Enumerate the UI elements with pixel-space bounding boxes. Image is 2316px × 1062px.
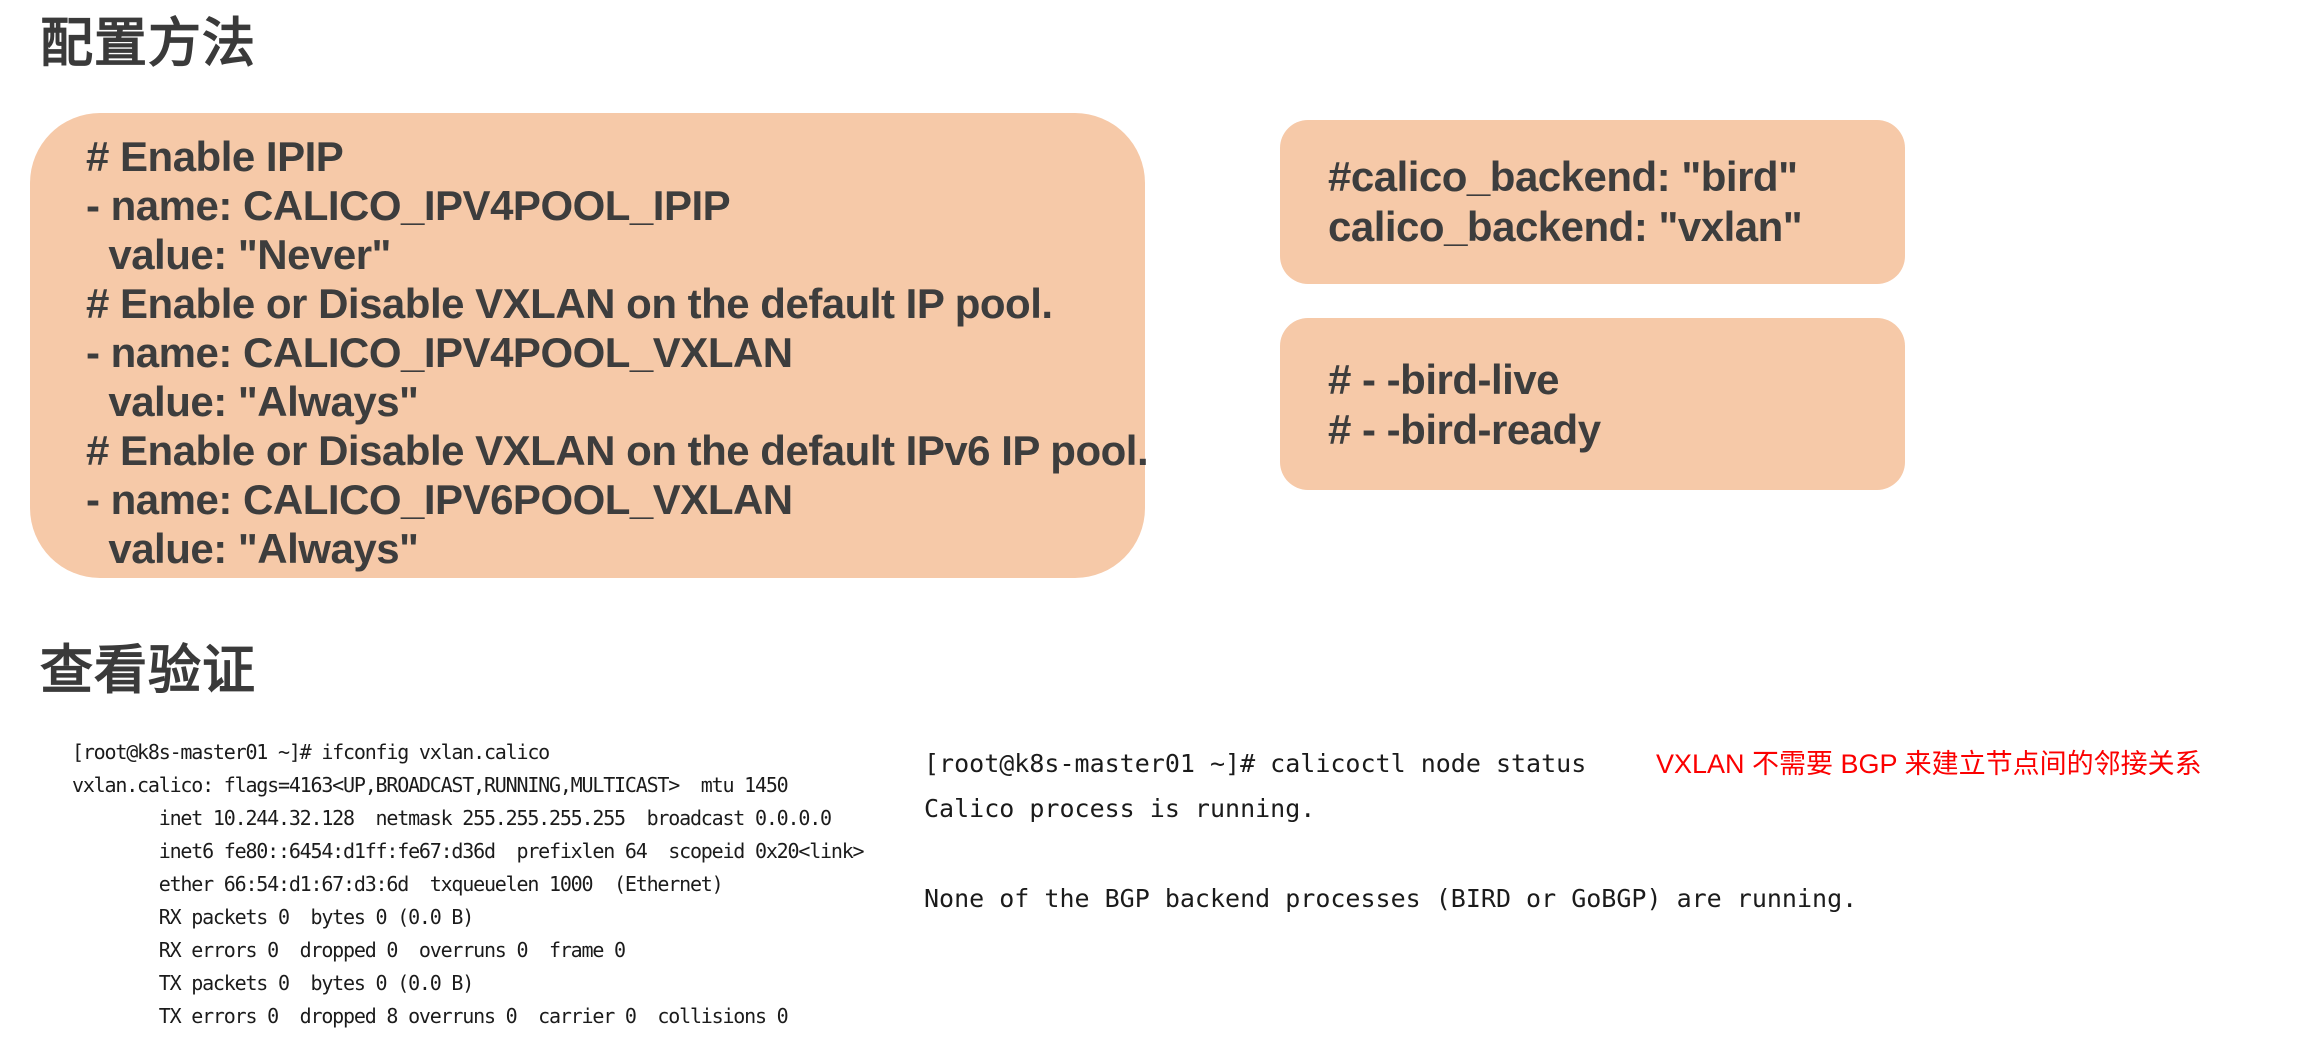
yaml-config-line: - name: CALICO_IPV4POOL_IPIP [86, 182, 731, 229]
ifconfig-terminal-line: TX errors 0 dropped 8 overruns 0 carrier… [72, 1004, 789, 1028]
yaml-config-line: # Enable or Disable VXLAN on the default… [86, 427, 1149, 474]
yaml-config-box: # Enable IPIP- name: CALICO_IPV4POOL_IPI… [30, 113, 1149, 578]
calicoctl-terminal-line [924, 831, 1857, 876]
calicoctl-terminal-line: [root@k8s-master01 ~]# calicoctl node st… [924, 749, 1587, 778]
calicoctl-terminal-line: Calico process is running. [924, 794, 1316, 823]
section-title-verify: 查看验证 [40, 641, 256, 700]
calico-backend-lines: #calico_backend: "bird"calico_backend: "… [1328, 152, 1905, 252]
ifconfig-terminal-line: RX errors 0 dropped 0 overruns 0 frame 0 [72, 938, 626, 962]
calico-backend-box: #calico_backend: "bird"calico_backend: "… [1280, 120, 1905, 284]
yaml-config-line: value: "Never" [86, 231, 391, 278]
ifconfig-terminal-line: ether 66:54:d1:67:d3:6d txqueuelen 1000 … [72, 872, 724, 896]
vxlan-no-bgp-annotation: VXLAN 不需要 BGP 来建立节点间的邻接关系 [1656, 749, 2202, 779]
yaml-config-line: value: "Always" [86, 525, 419, 572]
ifconfig-terminal-line: TX packets 0 bytes 0 (0.0 B) [72, 971, 475, 995]
ifconfig-terminal-line: vxlan.calico: flags=4163<UP,BROADCAST,RU… [72, 773, 789, 797]
yaml-config-line: # Enable IPIP [86, 133, 344, 180]
bird-probe-lines: # - -bird-live# - -bird-ready [1328, 355, 1905, 455]
ifconfig-terminal-output: [root@k8s-master01 ~]# ifconfig vxlan.ca… [72, 736, 865, 1033]
calicoctl-terminal-lines: [root@k8s-master01 ~]# calicoctl node st… [924, 741, 1857, 921]
yaml-config-line: - name: CALICO_IPV6POOL_VXLAN [86, 476, 793, 523]
ifconfig-terminal-line: inet6 fe80::6454:d1ff:fe67:d36d prefixle… [72, 839, 865, 863]
yaml-config-line: value: "Always" [86, 378, 419, 425]
ifconfig-terminal-line: inet 10.244.32.128 netmask 255.255.255.2… [72, 806, 832, 830]
bird-probe-line: # - -bird-live [1328, 356, 1560, 403]
yaml-config-lines: # Enable IPIP- name: CALICO_IPV4POOL_IPI… [86, 132, 1149, 573]
calicoctl-terminal-output: [root@k8s-master01 ~]# calicoctl node st… [924, 741, 1857, 921]
yaml-config-line: - name: CALICO_IPV4POOL_VXLAN [86, 329, 793, 376]
ifconfig-terminal-lines: [root@k8s-master01 ~]# ifconfig vxlan.ca… [72, 736, 865, 1033]
calico-backend-line: #calico_backend: "bird" [1328, 153, 1798, 200]
yaml-config-line: # Enable or Disable VXLAN on the default… [86, 280, 1053, 327]
section-title-config: 配置方法 [40, 14, 256, 73]
bird-probe-box: # - -bird-live# - -bird-ready [1280, 318, 1905, 490]
bird-probe-line: # - -bird-ready [1328, 406, 1601, 453]
ifconfig-terminal-line: [root@k8s-master01 ~]# ifconfig vxlan.ca… [72, 740, 550, 764]
calico-backend-line: calico_backend: "vxlan" [1328, 203, 1803, 250]
ifconfig-terminal-line: RX packets 0 bytes 0 (0.0 B) [72, 905, 475, 929]
calicoctl-terminal-line: None of the BGP backend processes (BIRD … [924, 884, 1858, 913]
